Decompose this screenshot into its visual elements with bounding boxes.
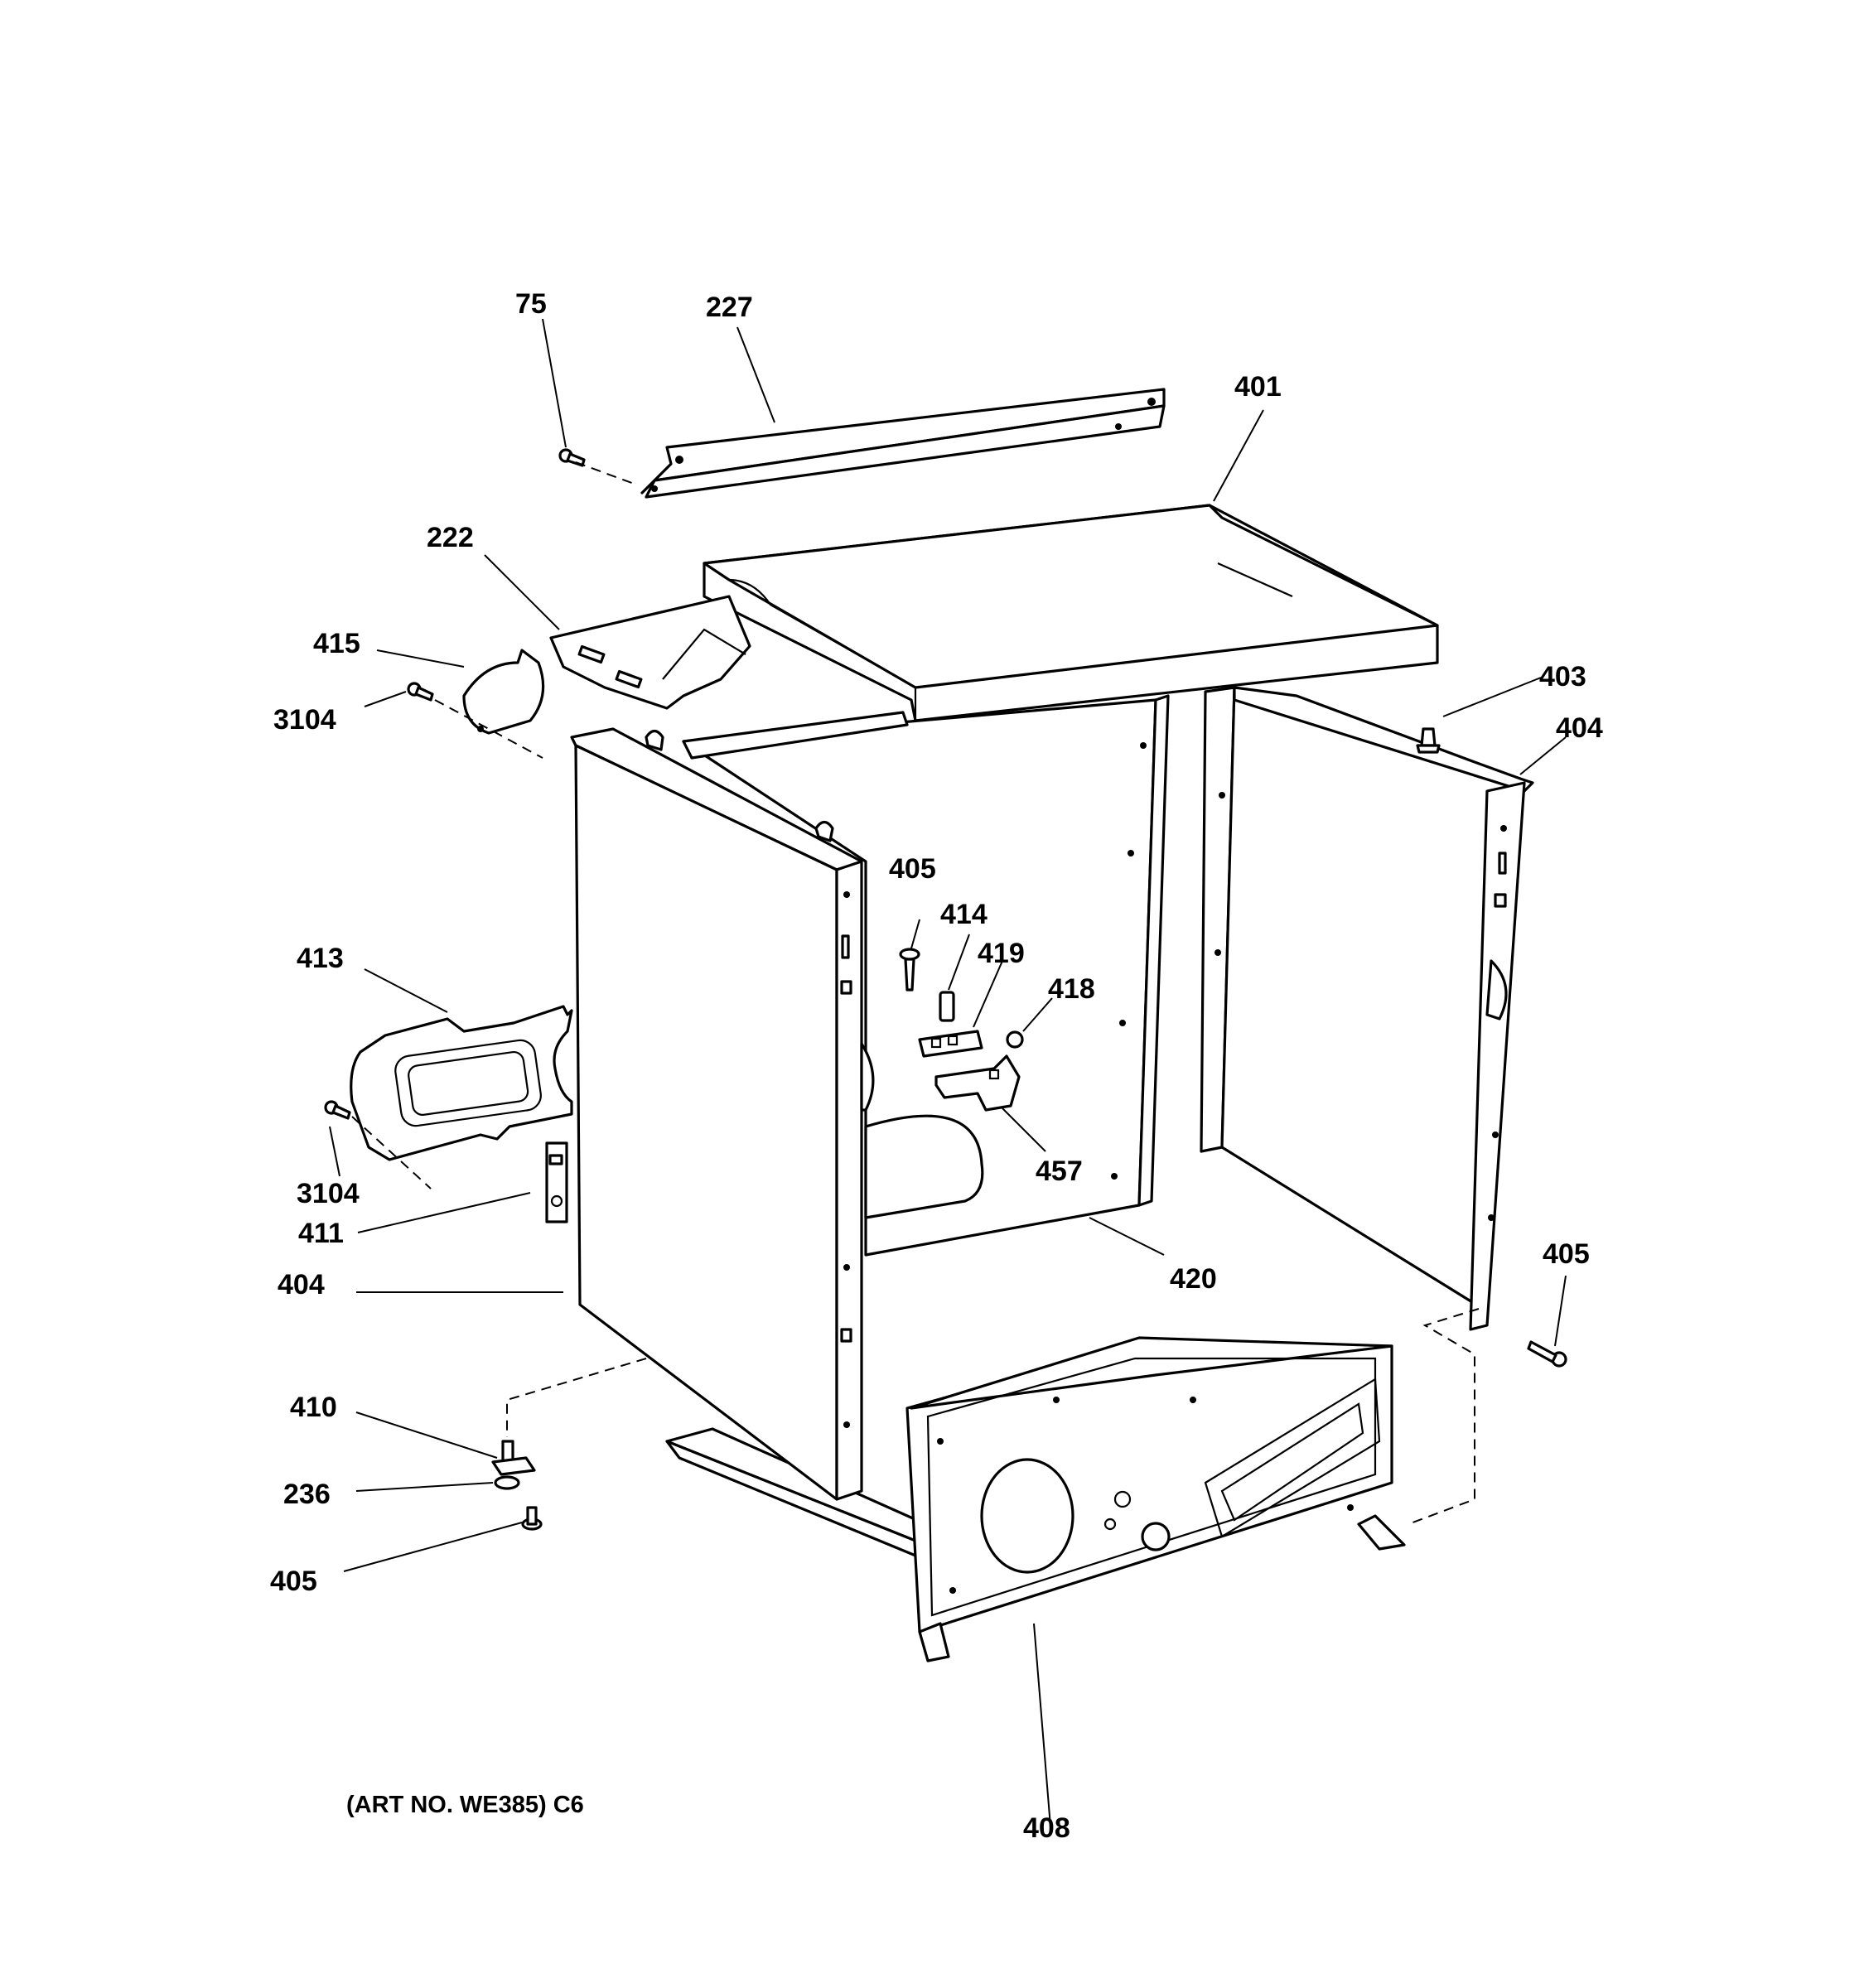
label-236: 236: [283, 1479, 331, 1510]
label-404-left: 404: [278, 1269, 325, 1300]
screw-405-right: [1527, 1340, 1567, 1368]
nut-236: [494, 1475, 520, 1490]
bracket-457: [934, 1054, 1021, 1112]
label-3104-top: 3104: [273, 704, 336, 736]
label-413: 413: [297, 943, 344, 974]
label-75: 75: [515, 288, 547, 320]
screw-403: [1416, 727, 1441, 754]
screw-405-bottom: [521, 1506, 543, 1531]
top-cover-401: [703, 504, 1439, 722]
label-419: 419: [978, 938, 1025, 969]
vent-cover-415: [462, 649, 545, 735]
grommet-418: [1006, 1030, 1024, 1049]
label-411: 411: [298, 1218, 344, 1249]
label-420: 420: [1170, 1263, 1217, 1295]
right-side-panel-404: [1200, 686, 1534, 1331]
label-405-mid: 405: [889, 853, 936, 885]
label-401: 401: [1234, 371, 1282, 403]
callout-labels: 75 227 401 222 415 3104 403 404 405 414 …: [270, 288, 1603, 1844]
leader-lines: [329, 318, 1567, 1827]
switch-bracket-411: [545, 1141, 568, 1223]
label-405-right: 405: [1543, 1238, 1590, 1270]
label-222: 222: [427, 522, 474, 553]
label-404-right: 404: [1556, 712, 1603, 744]
label-414: 414: [940, 899, 988, 930]
label-415: 415: [313, 628, 360, 659]
assembly-dash-lines: [351, 461, 1480, 1525]
art-number-label: (ART NO. WE385) C6: [346, 1792, 584, 1818]
label-227: 227: [706, 292, 753, 323]
label-408: 408: [1023, 1812, 1070, 1844]
label-410: 410: [290, 1392, 337, 1423]
rear-panel-420: [682, 694, 1170, 1257]
top-rail-227: [640, 388, 1166, 499]
left-side-panel-404: [570, 727, 875, 1501]
leveling-leg-410: [491, 1440, 536, 1476]
screw-75: [558, 448, 586, 467]
screw-3104-bottom: [324, 1100, 351, 1120]
base-frame-408: [665, 1336, 1406, 1662]
label-418: 418: [1048, 973, 1095, 1005]
label-403: 403: [1539, 661, 1586, 692]
label-3104-bottom: 3104: [297, 1178, 360, 1209]
terminal-block-419: [918, 1030, 983, 1058]
screw-405-mid: [899, 948, 920, 992]
bulkhead-bracket-413: [350, 1005, 573, 1161]
connector-414: [939, 991, 955, 1022]
label-457: 457: [1036, 1156, 1083, 1187]
screw-3104-top: [407, 682, 434, 702]
front-bracket-222: [549, 595, 751, 710]
label-405-bottom: 405: [270, 1566, 317, 1597]
